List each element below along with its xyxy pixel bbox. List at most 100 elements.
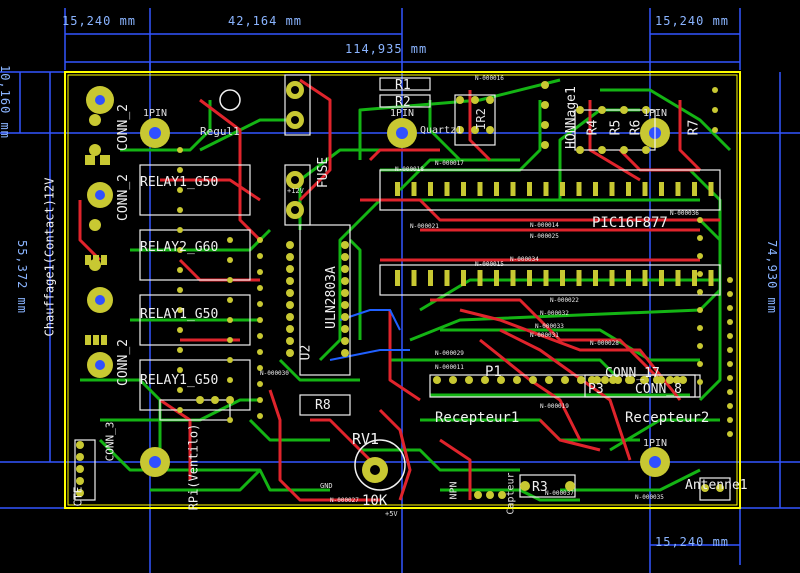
pad: [593, 182, 598, 196]
pad: [560, 270, 565, 286]
pad: [177, 167, 183, 173]
pad: [227, 337, 233, 343]
pad: [481, 376, 489, 384]
pad: [444, 182, 450, 196]
pad: [76, 465, 84, 473]
pad: [727, 333, 733, 339]
pad: [697, 379, 703, 385]
pad: [444, 270, 450, 286]
pad: [89, 219, 101, 231]
pad: [697, 235, 703, 241]
pad: [286, 265, 294, 273]
pad: [85, 255, 91, 265]
pad: [653, 376, 661, 384]
pad: [227, 277, 233, 283]
pad: [227, 417, 233, 423]
pad: [626, 270, 631, 286]
pad: [465, 376, 473, 384]
pad: [708, 270, 714, 286]
pad: [697, 307, 703, 313]
pad: [477, 182, 483, 196]
pad: [486, 126, 494, 134]
pad: [211, 396, 219, 404]
pad: [177, 207, 183, 213]
pad: [257, 349, 263, 355]
pad: [697, 271, 703, 277]
pad: [89, 144, 101, 156]
pad: [177, 387, 183, 393]
pad: [712, 127, 718, 133]
pad: [727, 347, 733, 353]
pad: [561, 376, 569, 384]
pad: [486, 96, 494, 104]
pad: [257, 333, 263, 339]
pad: [76, 489, 84, 497]
pad: [85, 335, 91, 345]
pad: [341, 337, 349, 345]
pad: [593, 270, 598, 286]
pad: [626, 182, 631, 196]
blue-wires: [329, 309, 410, 361]
pad: [576, 146, 584, 154]
pad: [257, 413, 263, 419]
pad: [227, 257, 233, 263]
pad: [411, 182, 417, 196]
pad: [601, 376, 609, 384]
pad: [541, 141, 549, 149]
pad: [513, 376, 521, 384]
pad: [565, 481, 575, 491]
pad: [659, 182, 664, 196]
pad: [227, 377, 233, 383]
pad: [341, 241, 349, 249]
pad: [341, 313, 349, 321]
pad: [659, 270, 664, 286]
pad: [286, 337, 294, 345]
pad: [101, 335, 107, 345]
pad: [727, 277, 733, 283]
pad: [93, 335, 99, 345]
pad: [227, 237, 233, 243]
pad: [642, 270, 648, 286]
pad: [620, 146, 628, 154]
pad: [679, 376, 687, 384]
pad: [196, 396, 204, 404]
pad: [527, 182, 532, 196]
pad: [697, 343, 703, 349]
pad: [257, 237, 263, 243]
pad: [701, 484, 709, 492]
pad: [727, 375, 733, 381]
pad: [341, 265, 349, 273]
pad: [727, 291, 733, 297]
pad: [411, 270, 417, 286]
pad: [477, 270, 483, 286]
pads: [76, 81, 733, 499]
pad: [486, 491, 494, 499]
pad: [588, 376, 596, 384]
pad: [541, 121, 549, 129]
pad: [642, 106, 650, 114]
pad: [76, 453, 84, 461]
pad: [461, 182, 466, 196]
pad: [697, 289, 703, 295]
pad: [727, 389, 733, 395]
pad: [286, 241, 294, 249]
pad: [609, 270, 615, 286]
pad: [692, 182, 697, 196]
pad: [471, 96, 479, 104]
pad: [697, 217, 703, 223]
pad: [727, 417, 733, 423]
pad: [177, 147, 183, 153]
pad: [85, 155, 95, 165]
pad: [341, 349, 349, 357]
pad: [456, 126, 464, 134]
pad: [609, 182, 615, 196]
board-outline: [64, 71, 741, 509]
pad: [177, 247, 183, 253]
board-inner-outline: [67, 74, 738, 506]
pad: [395, 270, 400, 286]
pad: [456, 96, 464, 104]
pad: [576, 270, 582, 286]
pad: [727, 361, 733, 367]
pad: [727, 305, 733, 311]
